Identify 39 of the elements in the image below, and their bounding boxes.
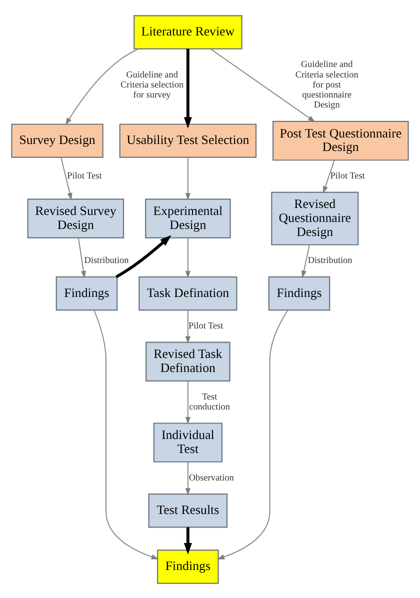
arrow xyxy=(322,160,335,194)
arrow xyxy=(78,236,86,278)
node-box: Findings xyxy=(268,276,330,310)
arrow xyxy=(185,156,190,200)
edge-label: Observation xyxy=(188,472,234,482)
edge-label: Guideline and Criteria selection for post questionnaire Design xyxy=(295,58,358,110)
arrow xyxy=(184,526,192,554)
arrow xyxy=(65,48,139,125)
node-box: Task Defination xyxy=(138,276,238,310)
node-box: Revised Questionnaire Design xyxy=(271,191,359,245)
node-box: Literature Review xyxy=(134,14,242,49)
edge-label: Guideline and Criteria selection for survey xyxy=(120,68,184,100)
arrow xyxy=(184,48,192,128)
node-box: Post Test Questionnaire Design xyxy=(272,120,409,160)
node-box: Experimental Design xyxy=(145,198,231,238)
arrow xyxy=(185,380,190,424)
edge-label: Pilot Test xyxy=(330,170,365,180)
node-box: Revised Task Defination xyxy=(146,341,230,381)
edge-label: Distribution xyxy=(84,254,129,265)
node-box: Revised Survey Design xyxy=(27,198,124,238)
arrow xyxy=(185,460,190,495)
node-box: Findings xyxy=(157,549,219,584)
arrow xyxy=(185,236,190,278)
arrow xyxy=(210,48,316,122)
arrow xyxy=(116,234,172,278)
arrow xyxy=(60,156,72,200)
edge-label: Distribution xyxy=(308,254,352,265)
edge-label: Pilot Test xyxy=(188,320,224,330)
arrow xyxy=(301,244,310,278)
edge-label: Pilot Test xyxy=(67,170,102,180)
arrow xyxy=(94,309,159,559)
edge-label: Test conduction xyxy=(189,390,230,411)
node-box: Findings xyxy=(56,276,118,310)
node-box: Individual Test xyxy=(153,422,223,462)
arrow xyxy=(217,309,288,559)
node-box: Survey Design xyxy=(11,123,104,158)
node-box: Usability Test Selection xyxy=(119,123,257,158)
arrow xyxy=(185,309,190,344)
node-box: Test Results xyxy=(148,493,228,528)
